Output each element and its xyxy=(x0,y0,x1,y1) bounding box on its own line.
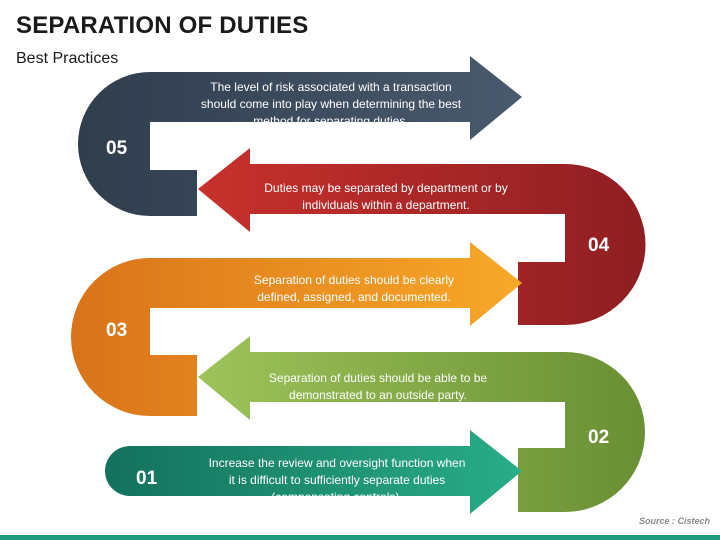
step-01-number: 01 xyxy=(136,468,158,489)
band-02 xyxy=(198,336,645,512)
source-note: Source : Cistech xyxy=(638,516,710,526)
page-title: SEPARATION OF DUTIES xyxy=(16,12,309,39)
page-subtitle: Best Practices xyxy=(16,50,119,67)
bottom-accent-bar xyxy=(0,535,720,540)
step-04-number: 04 xyxy=(588,235,610,256)
step-03-text: Separation of duties should be clearly d… xyxy=(253,273,455,304)
band-04 xyxy=(198,148,646,325)
step-05-text: The level of risk associated with a tran… xyxy=(200,80,462,128)
step-05-number: 05 xyxy=(106,138,128,159)
step-01-text: Increase the review and oversight functi… xyxy=(208,456,466,504)
step-03-number: 03 xyxy=(106,320,128,341)
step-04-text: Duties may be separated by department or… xyxy=(264,181,508,212)
band-01 xyxy=(105,430,522,514)
step-02-number: 02 xyxy=(588,427,610,448)
band-03 xyxy=(71,242,522,416)
step-02-text: Separation of duties should be able to b… xyxy=(268,371,488,402)
band-05 xyxy=(78,56,522,216)
